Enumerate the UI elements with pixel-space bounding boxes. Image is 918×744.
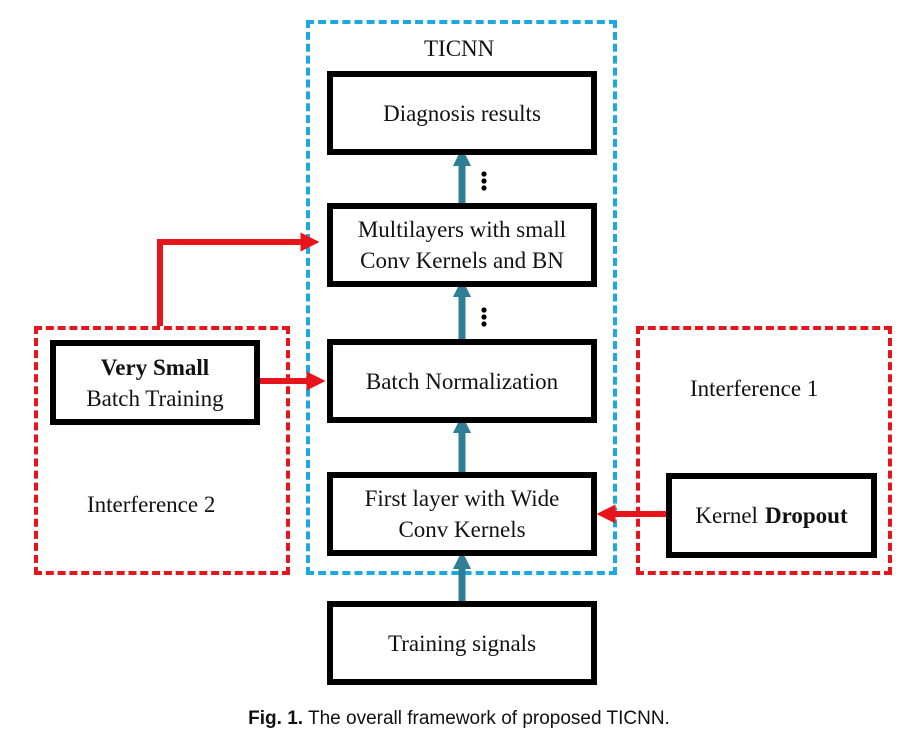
- diagnosis-results-box: Diagnosis results: [327, 71, 597, 155]
- figure-caption-text: The overall framework of proposed TICNN.: [307, 708, 670, 729]
- first-layer-label-line2: Conv Kernels: [398, 517, 526, 542]
- interference-2-container: [34, 326, 290, 575]
- interference-2-label: Interference 2: [87, 492, 216, 517]
- batch-normalization-label: Batch Normalization: [365, 368, 559, 394]
- batch-training-label: Batch Training: [86, 385, 224, 411]
- multilayers-label-line2: Conv Kernels and BN: [360, 248, 564, 273]
- interference-1-label: Interference 1: [690, 376, 819, 401]
- interference-1-container: [636, 326, 892, 575]
- arrow-very-small-to-multi: [157, 232, 320, 326]
- first-layer-box: First layer with Wide Conv Kernels: [327, 472, 597, 556]
- ellipsis-dots-lower: [481, 307, 487, 327]
- first-layer-label-line1: First layer with Wide: [364, 486, 560, 511]
- training-signals-label: Training signals: [387, 630, 537, 656]
- batch-normalization-box: Batch Normalization: [327, 339, 597, 423]
- multilayers-box: Multilayers with small Conv Kernels and …: [327, 203, 597, 287]
- very-small-label: Very Small: [100, 354, 210, 380]
- very-small-batch-box: Very Small Batch Training: [50, 340, 260, 425]
- training-signals-box: Training signals: [327, 601, 597, 685]
- dropout-label: Dropout: [764, 503, 848, 528]
- ticnn-label: TICNN: [424, 36, 495, 61]
- ellipsis-dots-upper: [481, 171, 487, 191]
- kernel-dropout-box: Kernel Dropout: [666, 473, 877, 558]
- multilayers-label-line1: Multilayers with small: [357, 217, 567, 242]
- figure-number: Fig. 1.: [248, 708, 304, 729]
- diagnosis-results-label: Diagnosis results: [383, 100, 541, 126]
- figure-caption: Fig. 1. The overall framework of propose…: [0, 708, 918, 730]
- kernel-label: Kernel: [695, 503, 758, 528]
